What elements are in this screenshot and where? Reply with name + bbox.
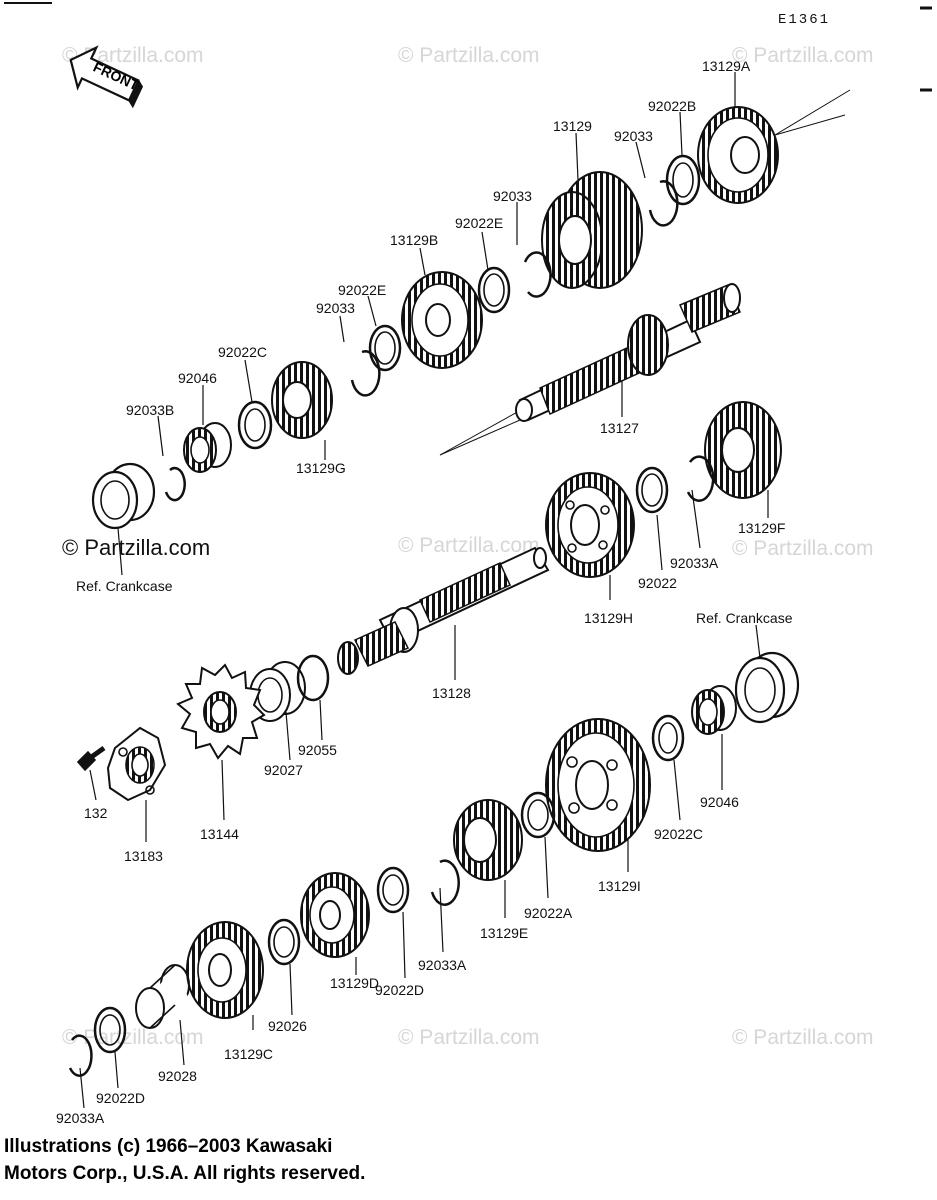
part-label: Ref. Crankcase bbox=[76, 578, 173, 594]
part-label: 92026 bbox=[268, 1018, 307, 1034]
part-label: Ref. Crankcase bbox=[696, 610, 793, 626]
washer-92022C bbox=[651, 714, 685, 762]
part-label: 92046 bbox=[178, 370, 217, 386]
part-label: 92022E bbox=[455, 215, 504, 231]
gear-13129E bbox=[453, 799, 523, 881]
part-label: 92033 bbox=[493, 188, 532, 204]
part-label: 92033B bbox=[126, 402, 175, 418]
washer-92022E bbox=[368, 324, 402, 372]
watermark: © Partzilla.com bbox=[732, 1026, 874, 1049]
bolt-132 bbox=[76, 745, 106, 772]
part-label: 13129A bbox=[702, 58, 751, 74]
part-label: 92028 bbox=[158, 1068, 197, 1084]
part-label: 13144 bbox=[200, 826, 239, 842]
shaft-13127 bbox=[439, 283, 741, 456]
sprocket-13144 bbox=[176, 663, 266, 760]
washer-92022D bbox=[93, 1006, 127, 1054]
part-label: 92046 bbox=[700, 794, 739, 810]
part-label: 92022C bbox=[218, 344, 268, 360]
part-label: 92033A bbox=[670, 555, 719, 571]
bearing-92046 bbox=[691, 685, 737, 735]
part-label: 13129F bbox=[738, 520, 786, 536]
part-label: 13129G bbox=[296, 460, 346, 476]
gear-13129A bbox=[697, 106, 779, 204]
circlip-92033 bbox=[523, 251, 552, 298]
washer-92022D bbox=[376, 866, 410, 914]
part-label: 92055 bbox=[298, 742, 337, 758]
circlip-92033 bbox=[350, 350, 381, 397]
part-label: 132 bbox=[84, 805, 108, 821]
circlip-92033B bbox=[164, 466, 186, 502]
circlip-92033A bbox=[686, 455, 715, 502]
part-label: 92033 bbox=[316, 300, 355, 316]
part-label: 92022D bbox=[375, 982, 425, 998]
washer-92026 bbox=[267, 918, 301, 966]
part-label: 92033A bbox=[56, 1110, 105, 1126]
gear-13129G bbox=[271, 361, 333, 439]
part-label: 13127 bbox=[600, 420, 639, 436]
washer-92022C bbox=[237, 400, 273, 450]
diagram-code: E1361 bbox=[778, 12, 831, 28]
watermark: © Partzilla.com bbox=[732, 537, 874, 560]
part-label: 13129H bbox=[584, 610, 634, 626]
washer-92022A bbox=[520, 791, 556, 839]
copyright-line-1: Illustrations (c) 1966–2003 Kawasaki bbox=[4, 1136, 333, 1157]
circlip-92033 bbox=[648, 180, 679, 227]
washer-92022E bbox=[477, 266, 511, 314]
part-label: 13183 bbox=[124, 848, 163, 864]
part-label: 13129 bbox=[553, 118, 592, 134]
part-label: 92022D bbox=[96, 1090, 146, 1106]
gear-13129 bbox=[541, 171, 643, 289]
washer-92022B bbox=[665, 154, 701, 206]
part-label: 13129I bbox=[598, 878, 641, 894]
gear-13129H bbox=[545, 472, 635, 578]
part-label: 13129E bbox=[480, 925, 529, 941]
part-label: 92033 bbox=[614, 128, 653, 144]
circlip-92033A bbox=[68, 1034, 93, 1077]
part-label: 13129D bbox=[330, 975, 380, 991]
part-label: 92027 bbox=[264, 762, 303, 778]
part-label: 13128 bbox=[432, 685, 471, 701]
part-label: 13129C bbox=[224, 1046, 274, 1062]
bushing-92028 bbox=[135, 964, 190, 1035]
front-arrow-icon bbox=[69, 45, 144, 109]
part-label: 92022 bbox=[638, 575, 677, 591]
oring-92055 bbox=[296, 654, 330, 702]
bearing-ref-crankcase bbox=[734, 651, 800, 724]
washer-92022 bbox=[635, 466, 669, 514]
watermark-dark: © Partzilla.com bbox=[62, 535, 211, 560]
gear-13129C bbox=[186, 921, 264, 1019]
watermark: © Partzilla.com bbox=[732, 44, 874, 67]
bearing-92046 bbox=[183, 422, 232, 473]
gear-13129F bbox=[704, 401, 782, 499]
gear-13129I bbox=[545, 718, 651, 852]
watermark: © Partzilla.com bbox=[398, 1026, 540, 1049]
shaft-13128 bbox=[337, 546, 550, 675]
part-label: 92033A bbox=[418, 957, 467, 973]
part-label: 92022B bbox=[648, 98, 697, 114]
part-label: 13129B bbox=[390, 232, 439, 248]
part-label: 92022A bbox=[524, 905, 573, 921]
bearing-ref-crankcase bbox=[91, 462, 156, 530]
gear-13129B bbox=[401, 271, 483, 369]
plate-13183 bbox=[106, 726, 167, 802]
gear-13129D bbox=[300, 872, 370, 958]
part-label: 92022C bbox=[654, 826, 704, 842]
circlip-92033A bbox=[430, 859, 460, 906]
copyright-line-2: Motors Corp., U.S.A. All rights reserved… bbox=[4, 1163, 366, 1184]
part-label: 92022E bbox=[338, 282, 387, 298]
watermark: © Partzilla.com bbox=[398, 534, 540, 557]
watermark: © Partzilla.com bbox=[398, 44, 540, 67]
